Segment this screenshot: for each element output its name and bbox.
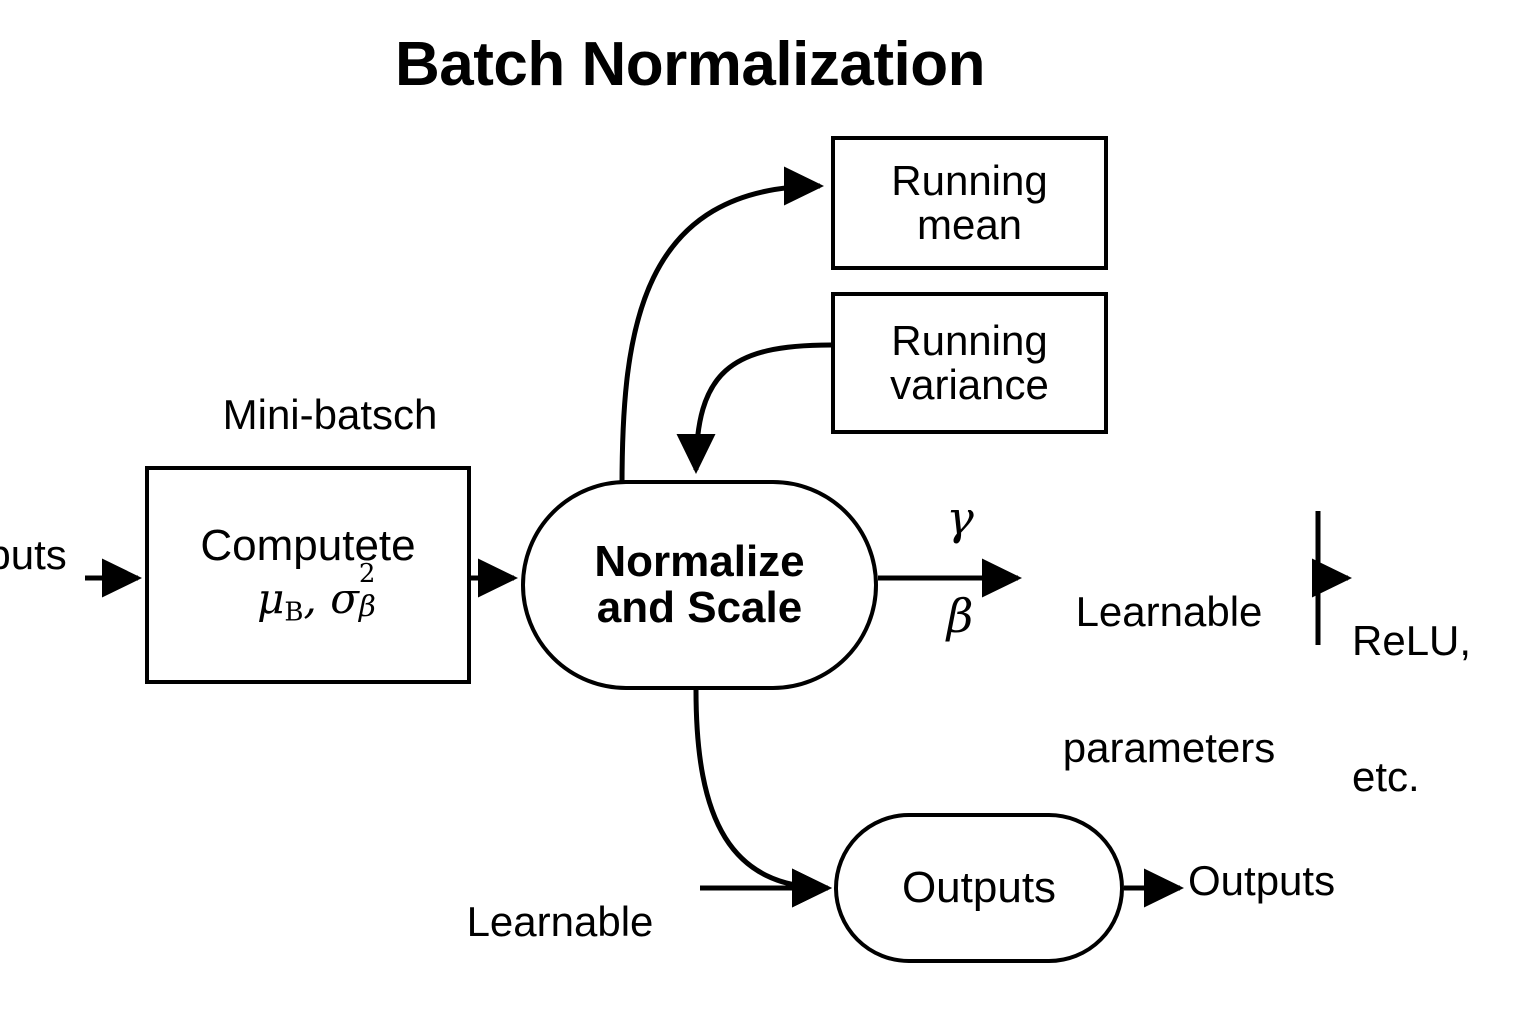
- formula-mu-subscript: B: [284, 597, 304, 628]
- formula-separator: ,: [303, 574, 331, 624]
- outputs-node[interactable]: Outputs: [834, 813, 1124, 963]
- mini-batch-label: Mini-batsch: [222, 391, 438, 438]
- arrow-normalize-to-outputs: [693, 689, 832, 908]
- normalize-node-line1: Normalize: [594, 536, 805, 586]
- running-mean-line2: mean: [916, 201, 1023, 248]
- normalize-node-line2: and Scale: [596, 583, 803, 632]
- formula-mu: μ: [257, 574, 285, 624]
- page-title: Batch Normalization: [395, 30, 985, 99]
- activation-relu-label: ReLU, etc.: [1352, 527, 1536, 890]
- learnable-parameters-bottom-label: Learnable pararneters: [420, 808, 700, 1024]
- running-variance-line2: variance: [890, 361, 1049, 408]
- compute-node-title: Computete: [200, 521, 416, 571]
- arrow-normalize-to-running-mean: [619, 166, 824, 488]
- running-mean-line1: Running: [891, 156, 1048, 204]
- running-variance-line1: Running: [891, 316, 1048, 364]
- learnable-parameters-top-line1: Learnable: [1075, 587, 1263, 635]
- gamma-parameter-label: γ: [946, 491, 974, 545]
- relu-line1: ReLU,: [1352, 616, 1472, 664]
- beta-parameter-label: β: [946, 589, 974, 643]
- running-mean-node[interactable]: Running mean: [831, 136, 1108, 270]
- formula-sigma-subscript: β: [358, 588, 376, 623]
- arrow-running-variance-to-normalize: [676, 342, 832, 475]
- running-variance-node[interactable]: Running variance: [831, 292, 1108, 434]
- outputs-text-label: Outputs: [1188, 857, 1336, 904]
- outputs-node-label: Outputs: [901, 862, 1057, 912]
- formula-sigma-superscript: 2: [358, 559, 376, 590]
- running-variance-text: Running variance: [890, 316, 1049, 408]
- inputs-label: nputs: [0, 531, 67, 578]
- relu-line2: etc.: [1352, 752, 1420, 800]
- learnable-parameters-top-line2: parameters: [1062, 723, 1276, 771]
- running-mean-text: Running mean: [891, 156, 1048, 248]
- formula-sigma: σ: [330, 574, 359, 624]
- learnable-parameters-bottom-line1: Learnable: [466, 897, 654, 945]
- normalize-and-scale-node[interactable]: Normalize and Scale: [521, 480, 878, 690]
- learnable-parameters-top-label: Learnable parameters: [1034, 498, 1304, 861]
- normalize-node-text: Normalize and Scale: [594, 536, 805, 632]
